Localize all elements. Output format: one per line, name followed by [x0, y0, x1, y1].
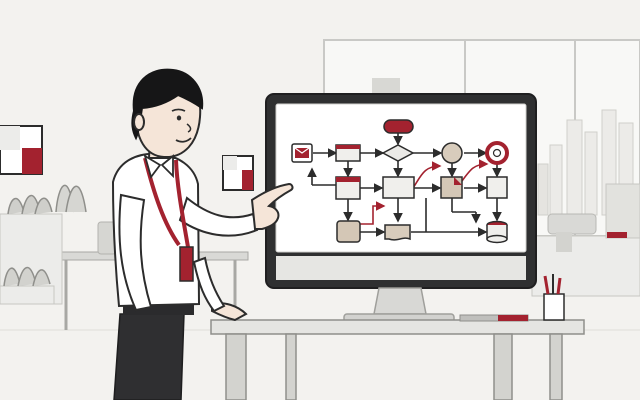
envelope-icon [291, 143, 313, 163]
process-box-middle-left [335, 176, 361, 200]
belt [123, 305, 194, 315]
eye [176, 115, 182, 121]
lanyard-right [174, 159, 190, 248]
wall-art-center [222, 155, 254, 191]
eyebrow [171, 108, 186, 112]
pointing-hand [250, 182, 294, 230]
process-box-middle [382, 176, 415, 199]
decision-diamond [381, 144, 415, 162]
plant-box-bottom [0, 267, 55, 305]
cylinder-icon [486, 220, 508, 244]
wall-art-left [0, 125, 43, 175]
document-icon [384, 224, 411, 241]
background-office-right [531, 183, 640, 297]
hair [131, 68, 204, 141]
collar-left [143, 154, 162, 179]
ring-node-icon [485, 141, 509, 165]
foreground-desk [210, 314, 585, 400]
ear [133, 113, 145, 131]
start-terminator [383, 119, 414, 134]
collar-right [160, 154, 174, 179]
left-arm [118, 193, 153, 312]
id-badge [179, 246, 194, 282]
flowchart [291, 119, 509, 244]
process-box-bottom-left [336, 220, 361, 243]
process-box-middle-right [440, 176, 463, 199]
process-box-right [486, 176, 508, 199]
trousers [113, 313, 185, 400]
process-box-top-left [335, 144, 361, 162]
person [111, 68, 294, 400]
nose [186, 123, 192, 133]
lower-arm [192, 256, 226, 313]
pointing-arm [178, 196, 259, 237]
pen-cup [543, 274, 565, 321]
circle-node-icon [441, 142, 463, 164]
smile [175, 137, 192, 143]
